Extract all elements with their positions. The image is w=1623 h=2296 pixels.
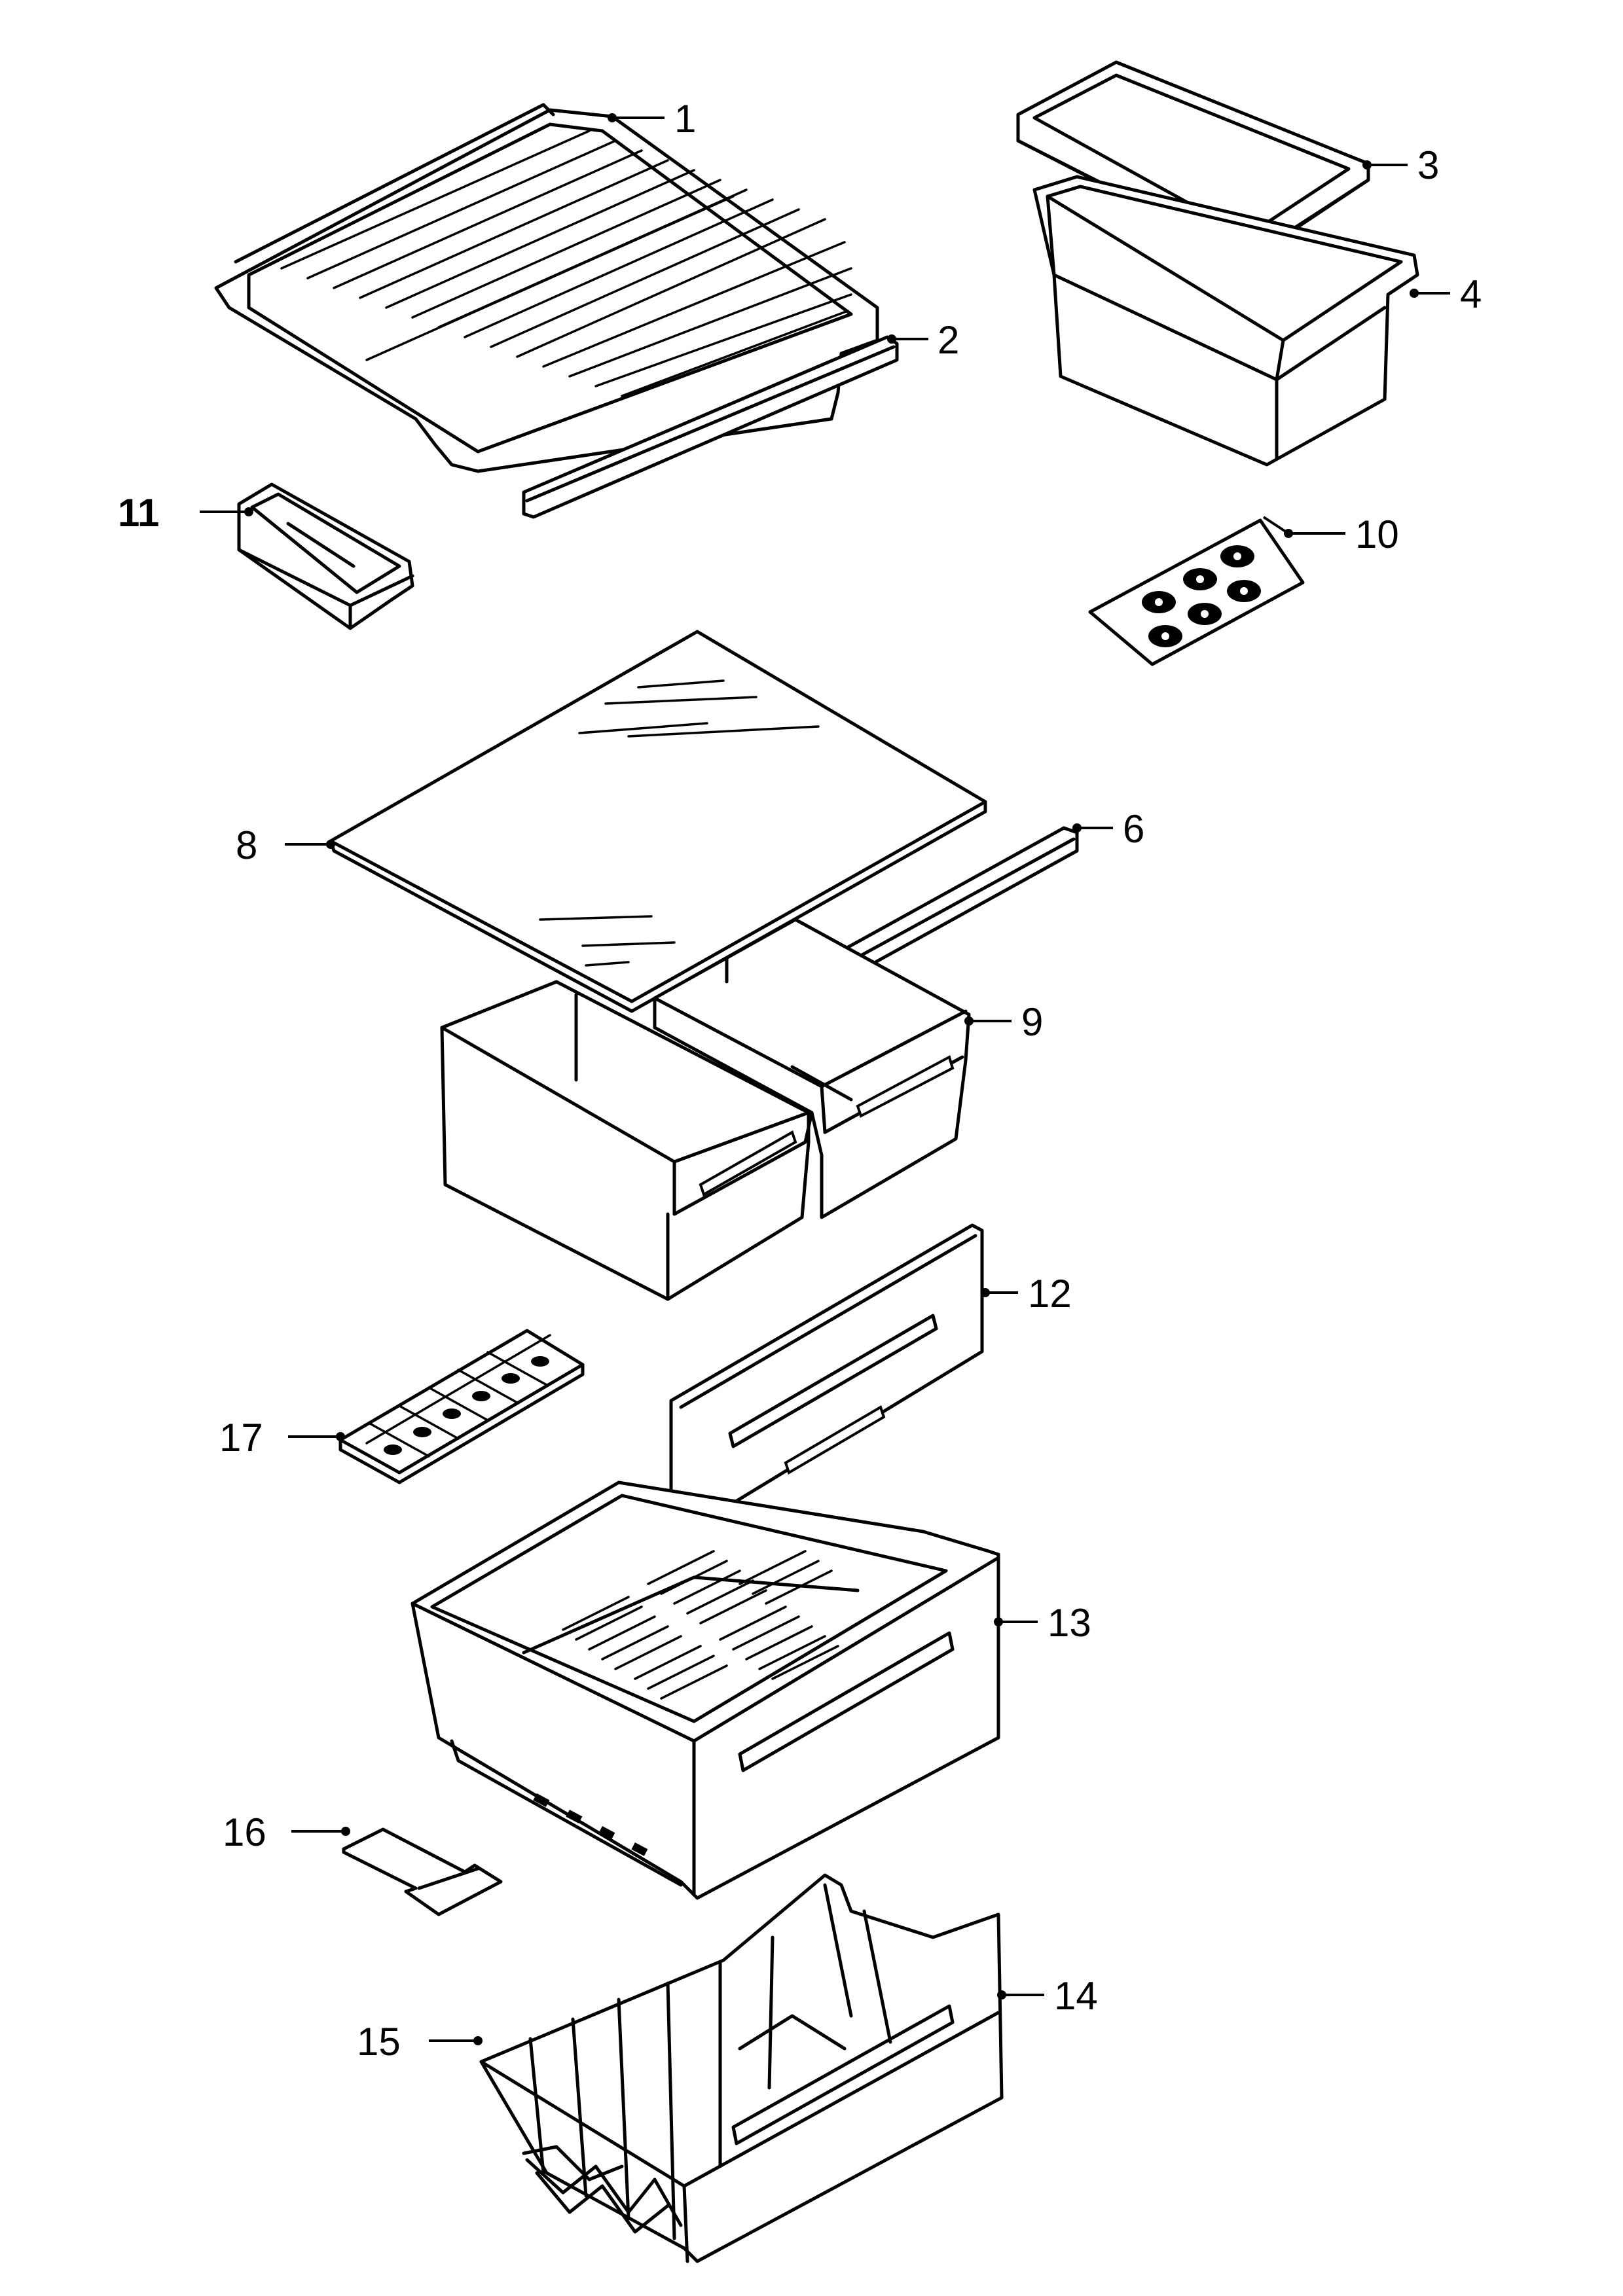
part-11-small-bin <box>237 482 414 630</box>
callout-9: 9 <box>1021 1000 1043 1044</box>
callout-8: 8 <box>236 823 257 867</box>
callout-1: 1 <box>674 97 696 141</box>
callout-10: 10 <box>1355 512 1399 556</box>
callout-11: 11 <box>118 491 159 535</box>
callout-labels: 1 2 3 4 10 11 8 6 9 12 17 13 16 14 15 <box>118 97 1482 2064</box>
callout-3: 3 <box>1417 143 1439 187</box>
leader-lines <box>200 113 1450 2045</box>
part-14-lower-basket <box>479 1873 1004 2263</box>
callout-2: 2 <box>938 318 959 362</box>
part-2-shelf-trim <box>522 335 899 519</box>
part-8-glass-shelf <box>329 630 987 1013</box>
callout-4: 4 <box>1460 272 1482 316</box>
callout-16: 16 <box>223 1810 266 1854</box>
part-17-ice-tray <box>338 1329 585 1484</box>
part-13-freezer-basket <box>410 1480 1000 1900</box>
part-9-crisper-drawers <box>440 918 971 1301</box>
callout-13: 13 <box>1048 1601 1091 1645</box>
part-4-pan <box>1032 175 1419 467</box>
callout-12: 12 <box>1028 1272 1072 1316</box>
callout-17: 17 <box>219 1416 263 1460</box>
callout-14: 14 <box>1054 1974 1098 2018</box>
part-16-divider <box>342 1827 503 1916</box>
callout-15: 15 <box>357 2020 401 2064</box>
part-10-egg-tray <box>1088 518 1305 666</box>
callout-6: 6 <box>1123 807 1144 851</box>
part-1-wire-shelf <box>214 103 879 473</box>
part-12-front-panel <box>669 1223 984 1537</box>
